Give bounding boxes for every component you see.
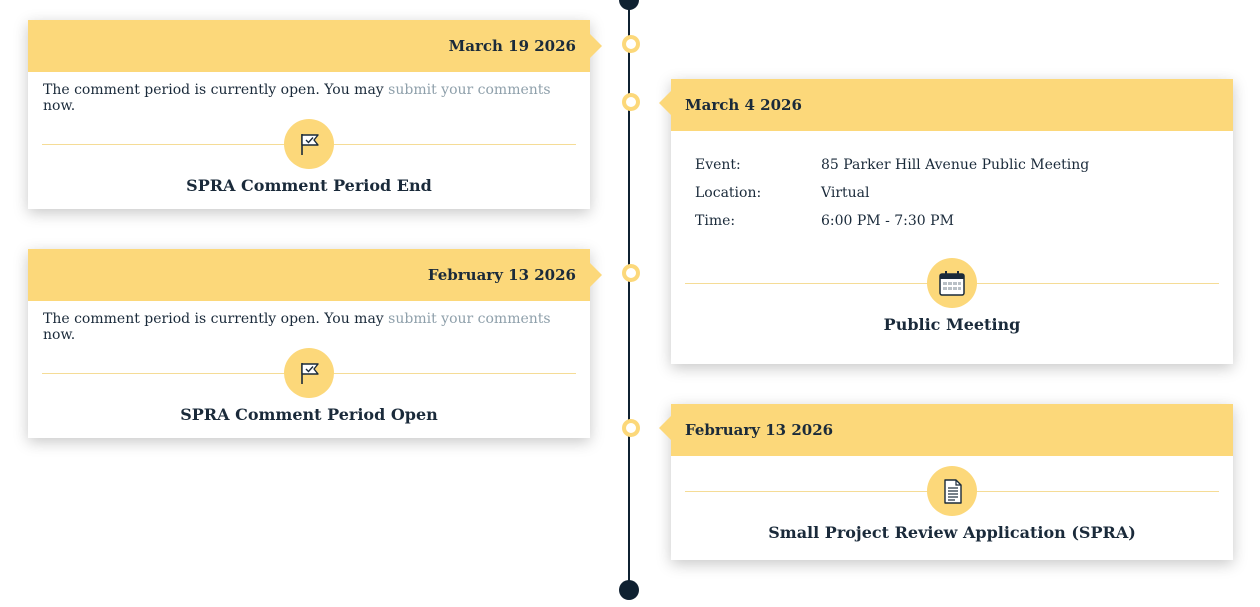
calendar-icon bbox=[927, 258, 977, 308]
submit-comments-link[interactable]: submit your comments bbox=[388, 82, 551, 98]
event-label: Event: bbox=[695, 157, 741, 173]
timeline-node bbox=[622, 264, 640, 282]
card-divider bbox=[685, 465, 1219, 517]
timeline-card-comment-open: February 13 2026 The comment period is c… bbox=[28, 249, 602, 438]
submit-comments-link[interactable]: submit your comments bbox=[388, 311, 551, 327]
card-date-header: February 13 2026 bbox=[28, 249, 602, 301]
location-label: Location: bbox=[695, 185, 762, 201]
card-divider bbox=[685, 257, 1219, 309]
time-value: 6:00 PM - 7:30 PM bbox=[821, 213, 954, 229]
card-divider bbox=[42, 347, 576, 399]
flag-check-icon bbox=[284, 119, 334, 169]
card-body-text: The comment period is currently open. Yo… bbox=[43, 311, 551, 343]
timeline-start-dot bbox=[619, 0, 639, 10]
timeline-card-comment-end: March 19 2026 The comment period is curr… bbox=[28, 20, 602, 209]
location-value: Virtual bbox=[821, 185, 870, 201]
card-date-header: February 13 2026 bbox=[659, 404, 1233, 456]
timeline-end-dot bbox=[619, 580, 639, 600]
location-row: Location: Virtual bbox=[695, 179, 1233, 207]
timeline-node bbox=[622, 419, 640, 437]
timeline-node bbox=[622, 35, 640, 53]
card-divider bbox=[42, 118, 576, 170]
timeline-line bbox=[628, 0, 630, 592]
card-date: March 4 2026 bbox=[685, 96, 802, 114]
event-value: 85 Parker Hill Avenue Public Meeting bbox=[821, 157, 1090, 173]
document-icon bbox=[927, 466, 977, 516]
card-title: SPRA Comment Period Open bbox=[180, 405, 438, 424]
card-date-header: March 4 2026 bbox=[659, 79, 1233, 131]
timeline-node bbox=[622, 93, 640, 111]
card-body-text: The comment period is currently open. Yo… bbox=[43, 82, 551, 114]
event-details: Event: 85 Parker Hill Avenue Public Meet… bbox=[671, 131, 1233, 235]
card-date: February 13 2026 bbox=[427, 266, 576, 284]
card-date-header: March 19 2026 bbox=[28, 20, 602, 72]
timeline-card-spra: February 13 2026 Small Project Review Ap… bbox=[659, 404, 1233, 560]
card-title: Small Project Review Application (SPRA) bbox=[768, 523, 1136, 542]
timeline-card-public-meeting: March 4 2026 Event: 85 Parker Hill Avenu… bbox=[659, 79, 1233, 364]
time-row: Time: 6:00 PM - 7:30 PM bbox=[695, 207, 1233, 235]
card-date: March 19 2026 bbox=[448, 37, 576, 55]
card-date: February 13 2026 bbox=[685, 421, 834, 439]
flag-check-icon bbox=[284, 348, 334, 398]
event-row: Event: 85 Parker Hill Avenue Public Meet… bbox=[695, 151, 1233, 179]
time-label: Time: bbox=[695, 213, 736, 229]
card-title: Public Meeting bbox=[883, 315, 1021, 334]
card-title: SPRA Comment Period End bbox=[186, 176, 432, 195]
